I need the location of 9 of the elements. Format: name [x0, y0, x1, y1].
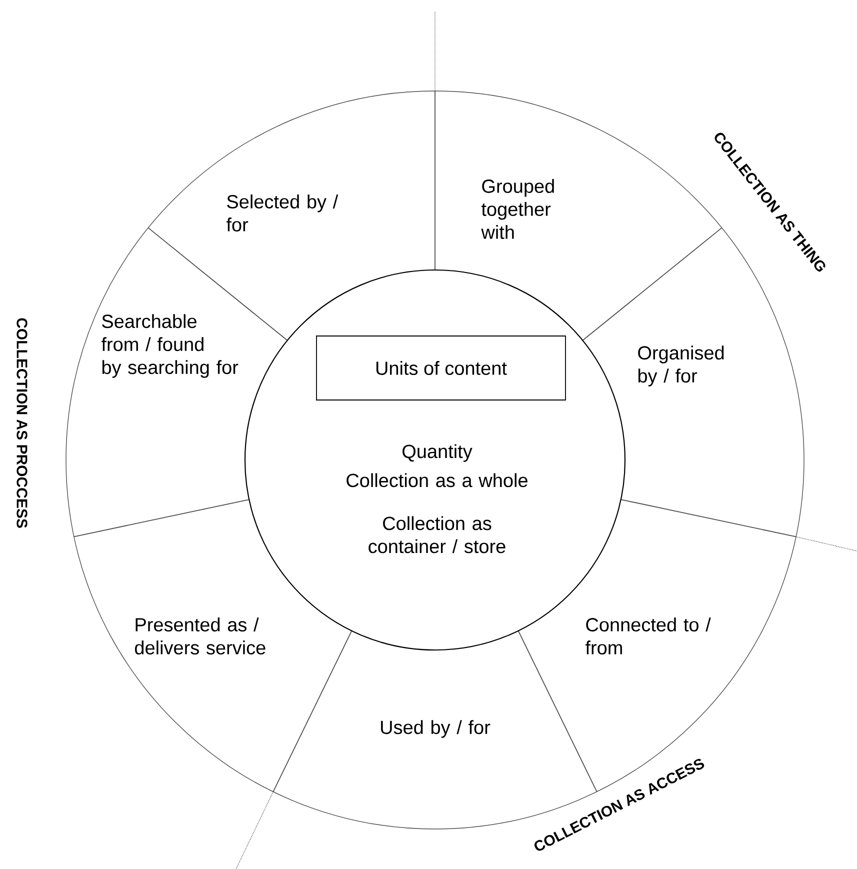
sector-text: Presented as / delivers service	[135, 618, 266, 654]
category-label: COLLECTION AS PROCCESS	[16, 318, 28, 528]
sector-text: Connected to / from	[585, 618, 711, 654]
sector-text: Used by / for	[381, 720, 490, 738]
sector-text: Organised by / for	[638, 346, 724, 386]
sector-text: Grouped together with	[481, 179, 554, 239]
sector-text: Searchable from / found by searching for	[101, 314, 238, 378]
sector-text: Selected by / for	[226, 194, 338, 232]
content-box: Units of content	[316, 336, 566, 400]
